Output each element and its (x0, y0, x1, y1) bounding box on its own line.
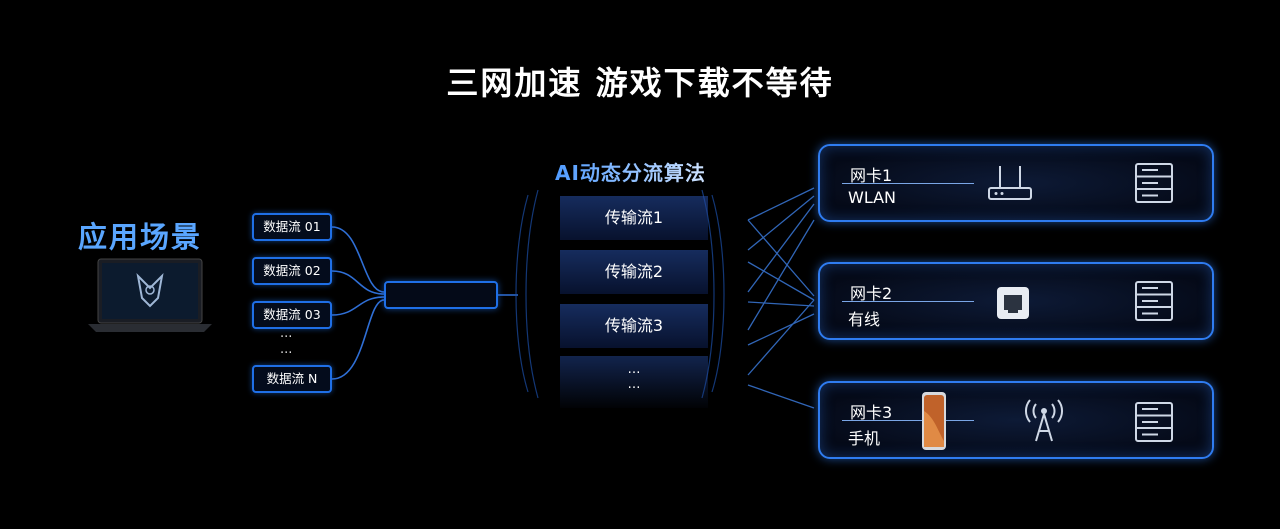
nic-type: 手机 (848, 429, 881, 448)
transfer-ellipsis-1: … (627, 362, 641, 377)
nic-type: 有线 (848, 310, 881, 329)
nic-card-phone: 网卡3 手机 (818, 381, 1214, 459)
nic-card-wlan: 网卡1 WLAN (818, 144, 1214, 222)
transfer-stream-more: … … (560, 356, 708, 408)
cell-tower-icon (1025, 399, 1063, 442)
divider (842, 301, 974, 302)
router-icon (988, 166, 1032, 200)
data-stream-1: 数据流 01 (252, 213, 332, 241)
transfer-stream-1: 传输流1 (560, 196, 708, 240)
page-title: 三网加速 游戏下载不等待 (446, 64, 834, 102)
nic-card-wired: 网卡2 有线 (818, 262, 1214, 340)
divider (842, 183, 974, 184)
algorithm-title: AI动态分流算法 (555, 157, 706, 186)
laptop-icon (88, 258, 212, 332)
transfer-stream-3: 传输流3 (560, 304, 708, 348)
nic-label: 网卡2 (850, 284, 893, 303)
stream-merger (384, 281, 498, 309)
nic-label: 网卡1 (850, 166, 893, 185)
server-icon (1135, 402, 1173, 442)
data-stream-2: 数据流 02 (252, 257, 332, 285)
server-icon (1135, 163, 1173, 203)
scene-label: 应用场景 (78, 220, 203, 254)
transfer-ellipsis-2: … (627, 377, 641, 392)
data-stream-n: 数据流 N (252, 365, 332, 393)
data-stream-3: 数据流 03 (252, 301, 332, 329)
ethernet-port-icon (997, 287, 1029, 319)
nic-label: 网卡3 (850, 403, 893, 422)
server-icon (1135, 281, 1173, 321)
stream-ellipsis-2: ··· (280, 346, 293, 361)
stream-ellipsis: ··· (280, 330, 293, 345)
phone-icon (922, 392, 946, 450)
nic-type: WLAN (848, 188, 897, 207)
transfer-stream-2: 传输流2 (560, 250, 708, 294)
divider (842, 420, 974, 421)
